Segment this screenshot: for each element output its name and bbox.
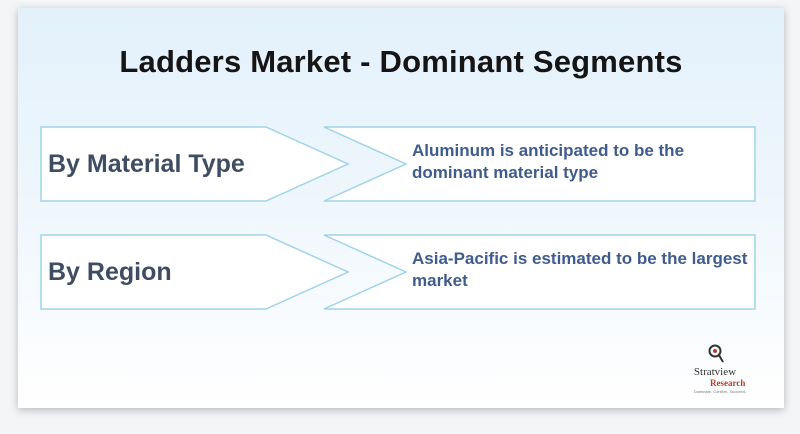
chevron-shapes	[40, 126, 756, 202]
segment-row-material: By Material Type Aluminum is anticipated…	[40, 126, 760, 202]
segment-row-region: By Region Asia-Pacific is estimated to b…	[40, 234, 760, 310]
logo-name: Stratview	[693, 366, 737, 378]
segment-description: Aluminum is anticipated to be the domina…	[412, 141, 685, 182]
label-chevron	[40, 234, 350, 310]
segment-label: By Material Type	[48, 150, 245, 178]
page-title: Ladders Market - Dominant Segments	[119, 44, 683, 79]
label-chevron	[40, 126, 350, 202]
infographic-card: Ladders Market - Dominant Segments By Ma…	[18, 8, 784, 408]
chevron-shapes	[40, 234, 756, 310]
segment-description: Asia-Pacific is estimated to be the larg…	[412, 249, 748, 290]
logo-tagline: Dominate. Confirm. Succeed.	[693, 389, 747, 394]
stratview-logo: Stratview Research Dominate. Confirm. Su…	[670, 344, 760, 394]
description-chevron	[323, 126, 756, 202]
segment-label: By Region	[48, 258, 172, 286]
logo-sub: Research	[710, 378, 746, 388]
magnifier-logo-icon	[708, 344, 724, 363]
description-chevron	[323, 234, 756, 310]
